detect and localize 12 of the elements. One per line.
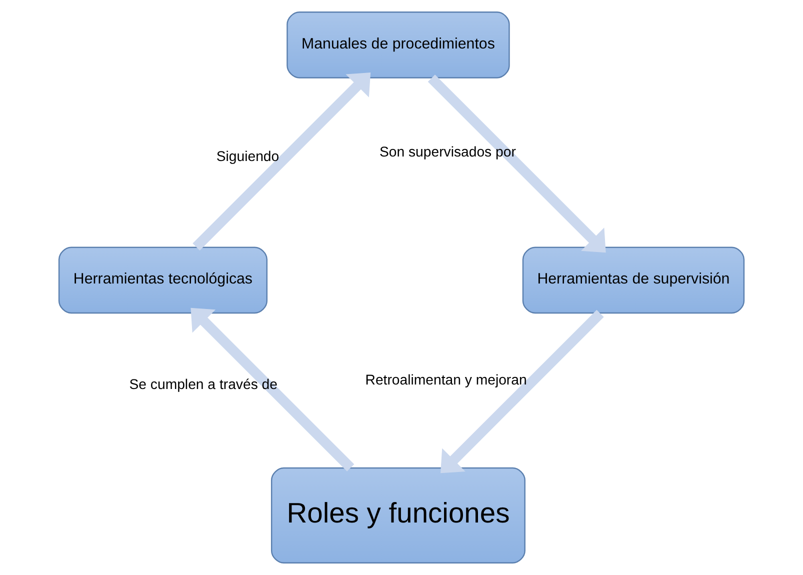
edge-label: Son supervisados por	[379, 144, 516, 160]
edge-label: Siguiendo	[216, 148, 280, 164]
edge-label: Retroalimentan y mejoran	[365, 372, 527, 388]
node-box: Roles y funciones	[270, 467, 526, 564]
arrow	[190, 308, 354, 472]
node-box: Herramientas de supervisión	[522, 246, 745, 314]
arrow	[428, 74, 606, 253]
node-box: Herramientas tecnológicas	[58, 246, 268, 314]
node-box: Manuales de procedimientos	[286, 12, 510, 78]
edge-label: Se cumplen a través de	[129, 376, 278, 392]
arrow	[440, 310, 604, 474]
arrow	[192, 72, 371, 251]
